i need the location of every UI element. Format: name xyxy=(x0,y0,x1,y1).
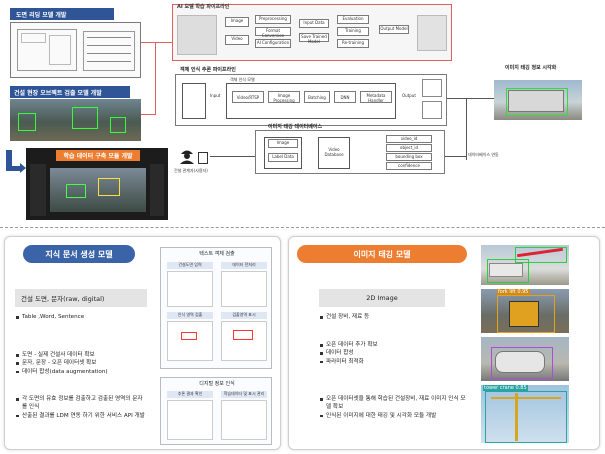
inference-metadata: Metadata Handler xyxy=(360,91,392,103)
list-item: 산출된 결과를 LDM 연동 하기 위한 서비스 API 개발 xyxy=(15,412,147,420)
list-item: 문자, 문장 - 오픈 데이터셋 확보 xyxy=(15,359,153,367)
list-item: 데이터 합성(data augmentation) xyxy=(15,368,153,376)
inference-video: Video/RTSP xyxy=(232,91,264,103)
site-photo xyxy=(10,99,141,141)
inference-input: Input xyxy=(210,93,221,98)
forklift-tag: fork lift 0.95 xyxy=(497,289,530,295)
pipeline-config: AI Configuration xyxy=(255,39,291,48)
list-item: 데이터 합성 xyxy=(319,349,459,357)
db-field-confidence: confidence xyxy=(386,162,432,170)
blue-corner-arrow xyxy=(6,150,12,170)
worker-icon xyxy=(178,146,196,164)
pipeline-image: Image xyxy=(225,17,249,27)
pipeline-preprocessing: Preprocessing xyxy=(255,15,291,24)
db-image: Image xyxy=(268,139,298,148)
image-tagging-title: 이미지 태깅 모델 xyxy=(297,245,467,263)
drawing-reading-label: 도면 리딩 모델 개발 xyxy=(10,8,114,20)
knowledge-doc-panel: 지식 문서 생성 모델 건설 도면, 문자(raw, digital) Tabl… xyxy=(4,236,281,450)
db-field-video-id: video_id xyxy=(386,135,432,143)
list-item: 도면 - 실제 건설사 데이터 확보 xyxy=(15,351,153,359)
knowledge-input: 건설 도면, 문자(raw, digital) xyxy=(15,289,147,307)
digital-recognition-diagram: 디지털 정보 인식 추론 결과 확인 학습데이터 및 표시 관리 xyxy=(160,377,272,445)
tagging-input-items: 건설 장비, 재료 등 xyxy=(319,313,459,321)
inference-container: Input 객체 인식 모델 Video/RTSP Image Processi… xyxy=(175,74,447,126)
diagram-title-2: 디지털 정보 인식 xyxy=(199,381,235,387)
tagging-list-2: 오픈 데이터셋을 통해 학습된 건설장비, 재료 이미지 인식 모델 확보 인식… xyxy=(319,395,469,420)
pipeline-output-model: Output Model xyxy=(379,25,409,34)
visualization-title: 이미지 태깅 정보 시각화 xyxy=(505,65,557,71)
inference-image-processing: Image Processing xyxy=(268,91,300,103)
inference-batching: Batching xyxy=(304,91,330,103)
tag-photo-crane: tower crane 0.85 xyxy=(481,385,569,443)
pipeline-save-model: Save Trained Model xyxy=(299,33,329,44)
pipeline-input-data: Input Data xyxy=(299,19,329,28)
inference-sub: 객체 인식 모델 xyxy=(230,77,255,82)
diagram-box-4: 검출영역 표시 xyxy=(221,312,267,319)
inference-dnn: DNN xyxy=(334,91,356,103)
pipeline-retraining: Re-training xyxy=(337,39,369,48)
diagram-box-2: 데이터 전처리 xyxy=(221,262,267,269)
db-container: Image Label Data Video Database video_id… xyxy=(255,130,445,174)
object-detection-label: 건설 현장 오브젝트 검출 모델 개발 xyxy=(10,86,130,98)
db-label-data: Label Data xyxy=(268,153,298,162)
knowledge-input-item: Table ,Word, Sentence xyxy=(15,313,150,321)
text-detection-diagram: 텍스트 객체 검출 건설도면 입력 데이터 전처리 인식 영역 검출 검출영역 … xyxy=(160,247,272,369)
tagging-input: 2D Image xyxy=(319,289,445,307)
diagram-title-1: 텍스트 객체 검출 xyxy=(199,251,235,257)
tag-photo-forklift: fork lift 0.95 xyxy=(481,289,569,333)
tagging-list-1: 오픈 데이터 추가 확보 데이터 합성 파라미터 최적화 xyxy=(319,341,459,366)
tagging-input-item: 건설 장비, 재료 등 xyxy=(319,313,459,321)
list-item: 오픈 데이터 추가 확보 xyxy=(319,341,459,349)
diagram-box-6: 학습데이터 및 표시 관리 xyxy=(221,391,267,398)
knowledge-list-2: 각 도면의 유효 정보를 검출하고 검출된 영역의 문자를 인식 산출된 결과를… xyxy=(15,395,147,420)
drawing-screenshot xyxy=(10,22,141,78)
pipeline-container: AI 모델 학습 파이프라인 Image Video Preprocessing… xyxy=(172,4,452,61)
data-tool-screenshot: 학습 데이터 구축 모듈 개발 xyxy=(26,148,168,220)
truck-photo xyxy=(494,80,582,120)
document-icon xyxy=(198,152,208,164)
pipeline-training: Training xyxy=(337,27,369,36)
db-title: 이미지 태깅 데이터베이스 xyxy=(268,124,323,130)
knowledge-input-items: Table ,Word, Sentence xyxy=(15,313,150,321)
knowledge-list-1: 도면 - 실제 건설사 데이터 확보 문자, 문장 - 오픈 데이터셋 확보 데… xyxy=(15,351,153,376)
inference-title: 객체 인식 추론 파이프라인 xyxy=(180,67,236,73)
diagram-box-5: 추론 결과 확인 xyxy=(167,391,213,398)
list-item: 인식된 이미지에 대한 태깅 및 시각화 모듈 개발 xyxy=(319,412,469,420)
diagram-box-1: 건설도면 입력 xyxy=(167,262,213,269)
crane-tag: tower crane 0.85 xyxy=(483,385,528,391)
list-item: 각 도면의 유효 정보를 검출하고 검출된 영역의 문자를 인식 xyxy=(15,395,147,412)
db-link-caption: 데이터베이스 연동 xyxy=(468,152,499,157)
list-item: 파라미터 최적화 xyxy=(319,358,459,366)
pipeline-title: AI 모델 학습 파이프라인 xyxy=(177,4,230,10)
pipeline-video: Video xyxy=(225,35,249,45)
db-video-label: Video Database xyxy=(324,147,344,157)
db-field-object-id: object_id xyxy=(386,144,432,152)
inference-output: Output xyxy=(402,93,416,98)
diagram-box-3: 인식 영역 검출 xyxy=(167,312,213,319)
training-data-label: 학습 데이터 구축 모듈 개발 xyxy=(56,150,140,161)
list-item: 오픈 데이터셋을 통해 학습된 건설장비, 재료 이미지 인식 모델 확보 xyxy=(319,395,469,412)
user-caption: 건설 관계자(사용자) xyxy=(174,168,208,173)
pipeline-format: Format Conversion xyxy=(255,27,291,38)
tag-photo-pump-truck xyxy=(481,245,569,285)
top-section: 도면 리딩 모델 개발 건설 현장 오브젝트 검출 모델 개발 학습 데이터 구… xyxy=(0,0,605,226)
tag-photo-mixer xyxy=(481,337,569,381)
pipeline-evaluation: Evaluation xyxy=(337,15,369,24)
knowledge-doc-title: 지식 문서 생성 모델 xyxy=(23,245,135,263)
image-tagging-panel: 이미지 태깅 모델 2D Image 건설 장비, 재료 등 오픈 데이터 추가… xyxy=(288,236,600,450)
db-field-bbox: bounding box xyxy=(386,153,432,161)
section-divider xyxy=(0,227,605,228)
